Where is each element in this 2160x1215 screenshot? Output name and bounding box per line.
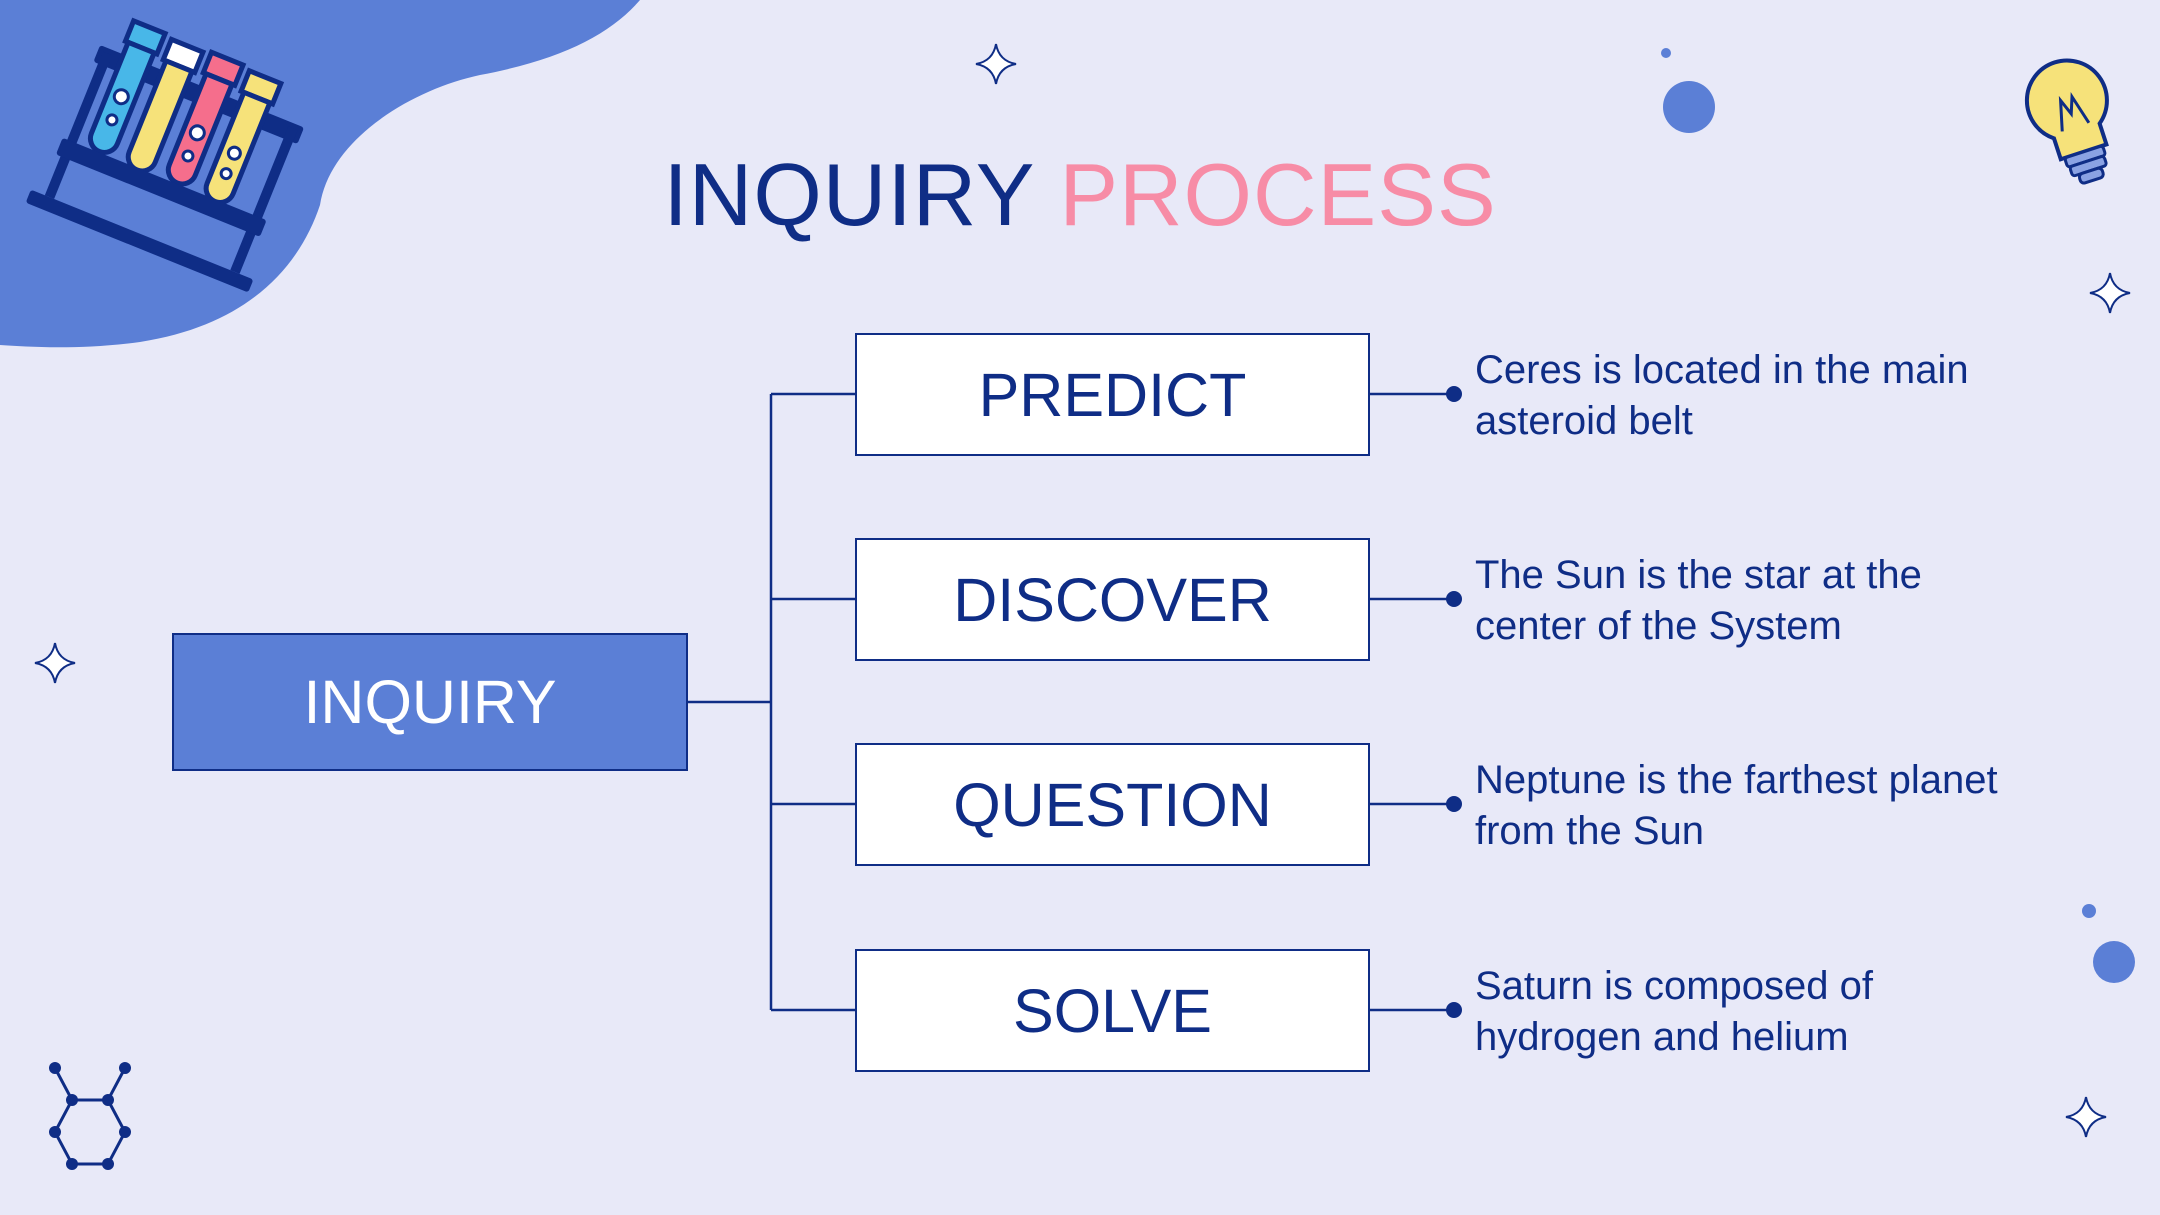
title-part-1: INQUIRY (663, 145, 1034, 244)
step-description-discover: The Sun is the star at the center of the… (1475, 553, 1922, 648)
slide-title: INQUIRY PROCESS (0, 145, 2160, 245)
dot-circle-icon (1663, 81, 1715, 133)
connector-end-dot (1446, 591, 1462, 607)
title-part-2: PROCESS (1059, 145, 1497, 244)
step-label: DISCOVER (953, 565, 1272, 634)
sparkle-star-icon (34, 642, 76, 684)
step-label: PREDICT (978, 360, 1247, 429)
dot-circle-icon (1661, 48, 1671, 58)
step-box-solve: SOLVE (855, 949, 1370, 1072)
connector-end-dot (1446, 1002, 1462, 1018)
dot-circle-icon (2093, 941, 2135, 983)
dot-circle-icon (2082, 904, 2096, 918)
connector-end-dot (1446, 386, 1462, 402)
light-bulb-icon (2024, 58, 2109, 185)
root-node-box: INQUIRY (172, 633, 688, 771)
step-description-solve: Saturn is composed of hydrogen and heliu… (1475, 964, 1873, 1059)
sparkle-star-icon (975, 43, 1017, 85)
step-label: QUESTION (953, 770, 1272, 839)
step-label: SOLVE (1013, 976, 1212, 1045)
sparkle-star-icon (2065, 1096, 2107, 1138)
step-box-discover: DISCOVER (855, 538, 1370, 661)
step-description-question: Neptune is the farthest planet from the … (1475, 758, 1998, 853)
connector-end-dot (1446, 796, 1462, 812)
molecule-icon (49, 1062, 131, 1170)
sparkle-star-icon (2089, 272, 2131, 314)
root-node-label: INQUIRY (303, 668, 557, 736)
step-box-question: QUESTION (855, 743, 1370, 866)
step-box-predict: PREDICT (855, 333, 1370, 456)
test-tubes-icon (26, 17, 304, 292)
connector-lines (688, 392, 1454, 1012)
step-description-predict: Ceres is located in the main asteroid be… (1475, 348, 1969, 443)
